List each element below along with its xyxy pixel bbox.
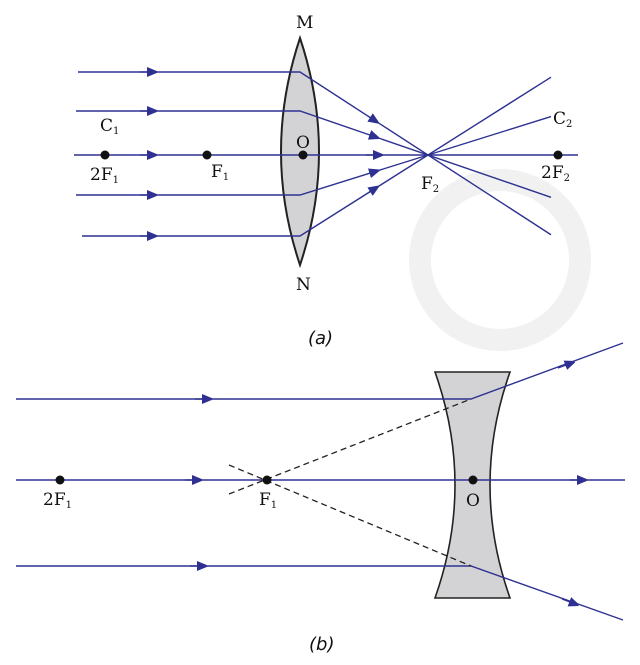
figure-a: M N O C1 2F1 F1 F2 2F2 C2 (a) bbox=[74, 13, 578, 349]
label-f1-b: F1 bbox=[259, 490, 277, 511]
ray-arrow-icon bbox=[561, 599, 574, 604]
label-c1: C1 bbox=[100, 116, 119, 137]
point-2f1 bbox=[100, 150, 110, 160]
point-o bbox=[298, 150, 308, 160]
label-c2: C2 bbox=[553, 109, 572, 130]
label-n: N bbox=[296, 275, 311, 295]
point-2f1-b bbox=[55, 475, 65, 485]
point-o-b bbox=[468, 475, 478, 485]
concave-lens bbox=[433, 371, 512, 599]
figure-b: 2F1 F1 O (b) bbox=[16, 342, 625, 655]
label-m: M bbox=[296, 13, 313, 33]
label-o-b: O bbox=[466, 491, 480, 511]
point-f1 bbox=[202, 150, 212, 160]
convex-lens bbox=[280, 34, 320, 269]
label-2f1: 2F1 bbox=[90, 165, 119, 186]
caption-a: (a) bbox=[308, 328, 333, 349]
incident-ray bbox=[16, 565, 624, 621]
label-2f2: 2F2 bbox=[541, 163, 570, 184]
points bbox=[100, 150, 563, 160]
ray-arrow-icon bbox=[369, 189, 374, 192]
caption-b: (b) bbox=[309, 634, 334, 655]
point-f1-b bbox=[262, 475, 272, 485]
ray-arrow-icon bbox=[369, 117, 374, 120]
ray-arrow-icon bbox=[369, 172, 374, 174]
watermark bbox=[409, 169, 591, 351]
label-o: O bbox=[296, 133, 310, 153]
point-2f2 bbox=[553, 150, 563, 160]
label-2f1-b: 2F1 bbox=[43, 490, 72, 511]
label-f2: F2 bbox=[421, 174, 439, 195]
ray-arrow-icon bbox=[557, 364, 570, 369]
ray-arrow-icon bbox=[369, 135, 374, 137]
label-f1: F1 bbox=[211, 162, 229, 183]
incident-ray bbox=[16, 342, 624, 400]
